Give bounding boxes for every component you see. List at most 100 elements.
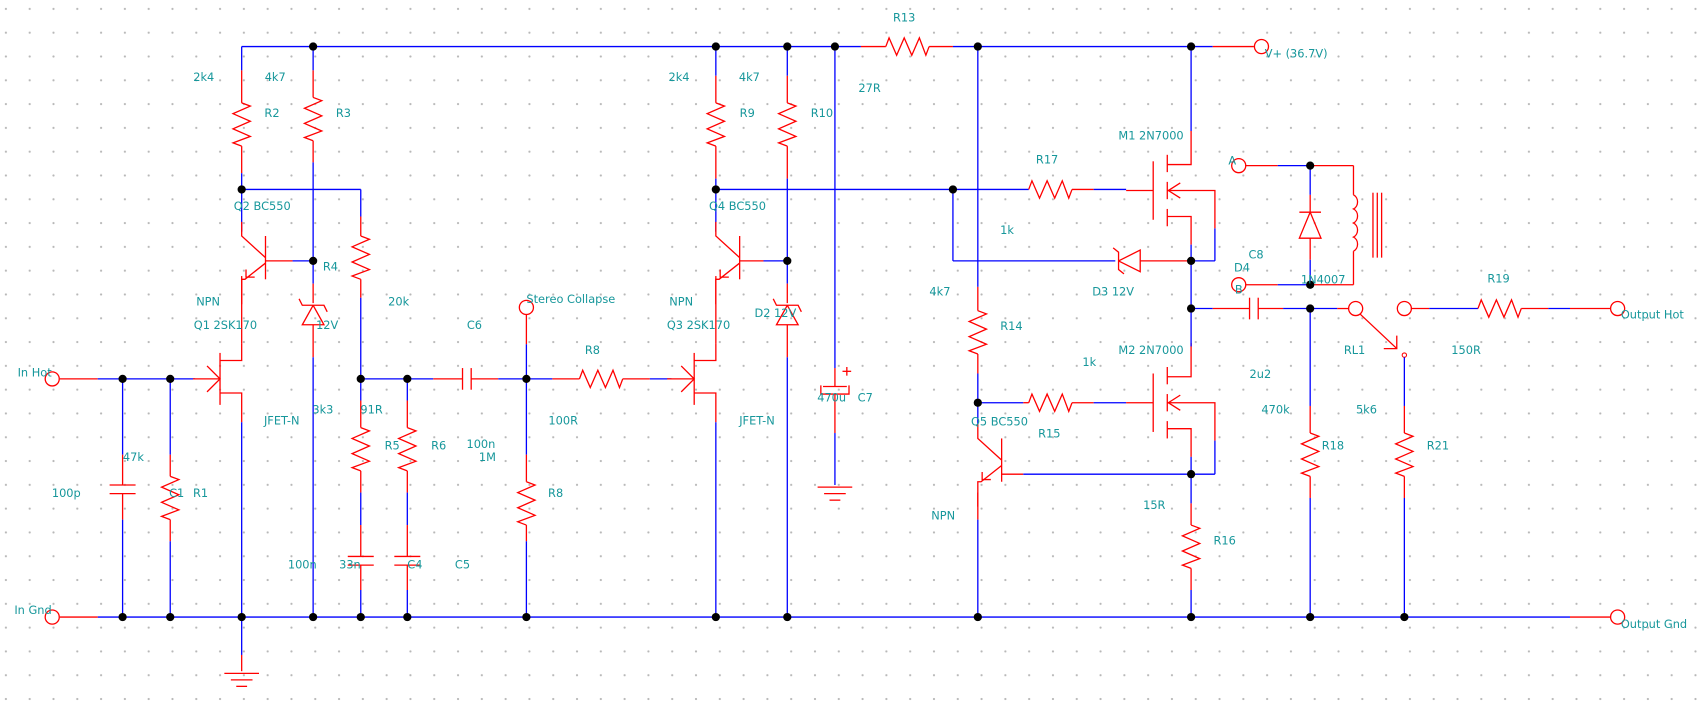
b-label: B	[1235, 282, 1243, 296]
junction-dot	[711, 42, 720, 51]
r14-resistor	[967, 310, 989, 355]
m1-mosfet-body-arrow	[1167, 182, 1181, 199]
c4-ref: C4	[407, 557, 422, 571]
junction-dot	[1186, 470, 1196, 479]
q3-type: JFET-N	[738, 413, 775, 427]
r16-resistor	[1180, 524, 1202, 569]
r19-resistor	[1477, 298, 1522, 320]
output-gnd-terminal[interactable]	[1609, 609, 1626, 625]
r15-resistor	[1028, 392, 1073, 414]
r15-ref: R15	[1038, 426, 1060, 440]
r8a-ref: R8	[585, 343, 600, 357]
junction-dot	[403, 374, 412, 384]
r10-value: 4k7	[739, 70, 760, 84]
r17-resistor	[1028, 179, 1073, 200]
q3-ref: Q3 2SK170	[667, 318, 730, 332]
c7-ref: C7	[858, 391, 873, 405]
junction-dot	[522, 374, 531, 384]
r8-shunt-resistor	[515, 481, 537, 526]
q5-npn-emitter-arrow	[981, 472, 991, 481]
r5-resistor	[350, 427, 372, 472]
d4-ref: D4	[1234, 261, 1250, 275]
junction-dot	[522, 612, 531, 622]
junction-dot	[166, 612, 175, 622]
m1-mosfet-body	[1167, 189, 1216, 229]
r4-ref: R4	[323, 260, 338, 274]
r2-ref: R2	[264, 106, 279, 120]
r9-ref: R9	[740, 106, 755, 120]
r8-series-resistor	[578, 368, 624, 390]
c7-capacitor	[820, 385, 850, 395]
junction-dot	[1400, 612, 1409, 622]
q2-npn-emitter-arrow	[245, 269, 255, 278]
r17-ref: R17	[1036, 152, 1058, 166]
r3-resistor	[302, 96, 324, 142]
r10-resistor	[776, 102, 798, 147]
in-hot-terminal[interactable]	[44, 371, 60, 387]
q4-npn-collector	[715, 221, 741, 259]
rl1-switch-arm	[1383, 335, 1398, 350]
r2-resistor	[231, 102, 253, 147]
junction-dot	[309, 42, 318, 51]
stereo-collapse-label: Stereo Collapse	[526, 292, 615, 306]
r16-ref: R16	[1213, 534, 1235, 548]
m2-ref: M2 2N7000	[1118, 343, 1183, 357]
rl1-contact[interactable]	[1396, 300, 1413, 317]
q2-type: NPN	[196, 294, 220, 308]
junction-dot	[356, 612, 365, 622]
r8a-value: 100R	[548, 413, 578, 427]
junction-dot	[309, 612, 318, 622]
q5-npn-collector	[977, 424, 1003, 461]
q1-type: JFET-N	[263, 413, 300, 427]
r16-value: 15R	[1143, 498, 1165, 512]
q4-npn-emitter	[715, 262, 741, 305]
c5-value: 100n	[288, 557, 317, 571]
junction-dot	[1306, 161, 1315, 170]
r10-ref: R10	[811, 106, 833, 120]
r4-value: 20k	[388, 294, 409, 308]
output-hot-terminal[interactable]	[1609, 300, 1626, 317]
r6-resistor	[396, 427, 418, 472]
rl1-coil-icon	[1351, 194, 1359, 252]
r15-value: 1k	[1082, 355, 1096, 369]
q2-npn-collector	[241, 221, 266, 259]
in-gnd-terminal[interactable]	[44, 609, 60, 625]
junction-dot	[1186, 256, 1196, 266]
r18-resistor	[1299, 432, 1321, 477]
junction-dot	[237, 612, 246, 622]
junction-dot	[1306, 304, 1315, 313]
r19-ref: R19	[1487, 272, 1509, 286]
q5-type: NPN	[931, 509, 955, 523]
junction-dot	[711, 185, 720, 194]
q2-npn-emitter	[241, 262, 266, 305]
r18-ref: R18	[1322, 438, 1344, 452]
r6-ref: R6	[431, 438, 446, 452]
d3-zener	[1118, 249, 1141, 273]
rl1-common-contact[interactable]	[1347, 300, 1364, 317]
vplus-label: V+ (36.7V)	[1265, 46, 1328, 60]
r13-resistor	[885, 36, 930, 58]
d4-value: 1N4007	[1301, 273, 1346, 287]
m2-mosfet-drain	[1167, 343, 1192, 378]
d2-ref: D2 12V	[754, 306, 796, 320]
junction-dot	[783, 256, 792, 266]
q5-ref: Q5 BC550	[971, 414, 1028, 428]
d4-diode	[1298, 211, 1322, 239]
a-label: A	[1228, 154, 1236, 168]
output-hot-label: Output Hot	[1621, 307, 1685, 321]
r9-value: 2k4	[669, 70, 690, 84]
q1-jfet-gate-arrow	[206, 365, 221, 393]
q5-npn-emitter	[977, 464, 1003, 507]
junction-dot	[1306, 612, 1315, 622]
c5-ref: C5	[455, 557, 470, 571]
vplus-terminal[interactable]	[1253, 38, 1270, 55]
junction-dot	[166, 374, 175, 384]
junction-dot	[309, 256, 318, 266]
r8b-value: 1M	[479, 450, 496, 464]
r5-value: 91R	[360, 403, 382, 417]
r8b-ref: R8	[548, 486, 563, 500]
q1-ref: Q1 2SK170	[194, 318, 257, 332]
junction-dot	[973, 612, 982, 622]
